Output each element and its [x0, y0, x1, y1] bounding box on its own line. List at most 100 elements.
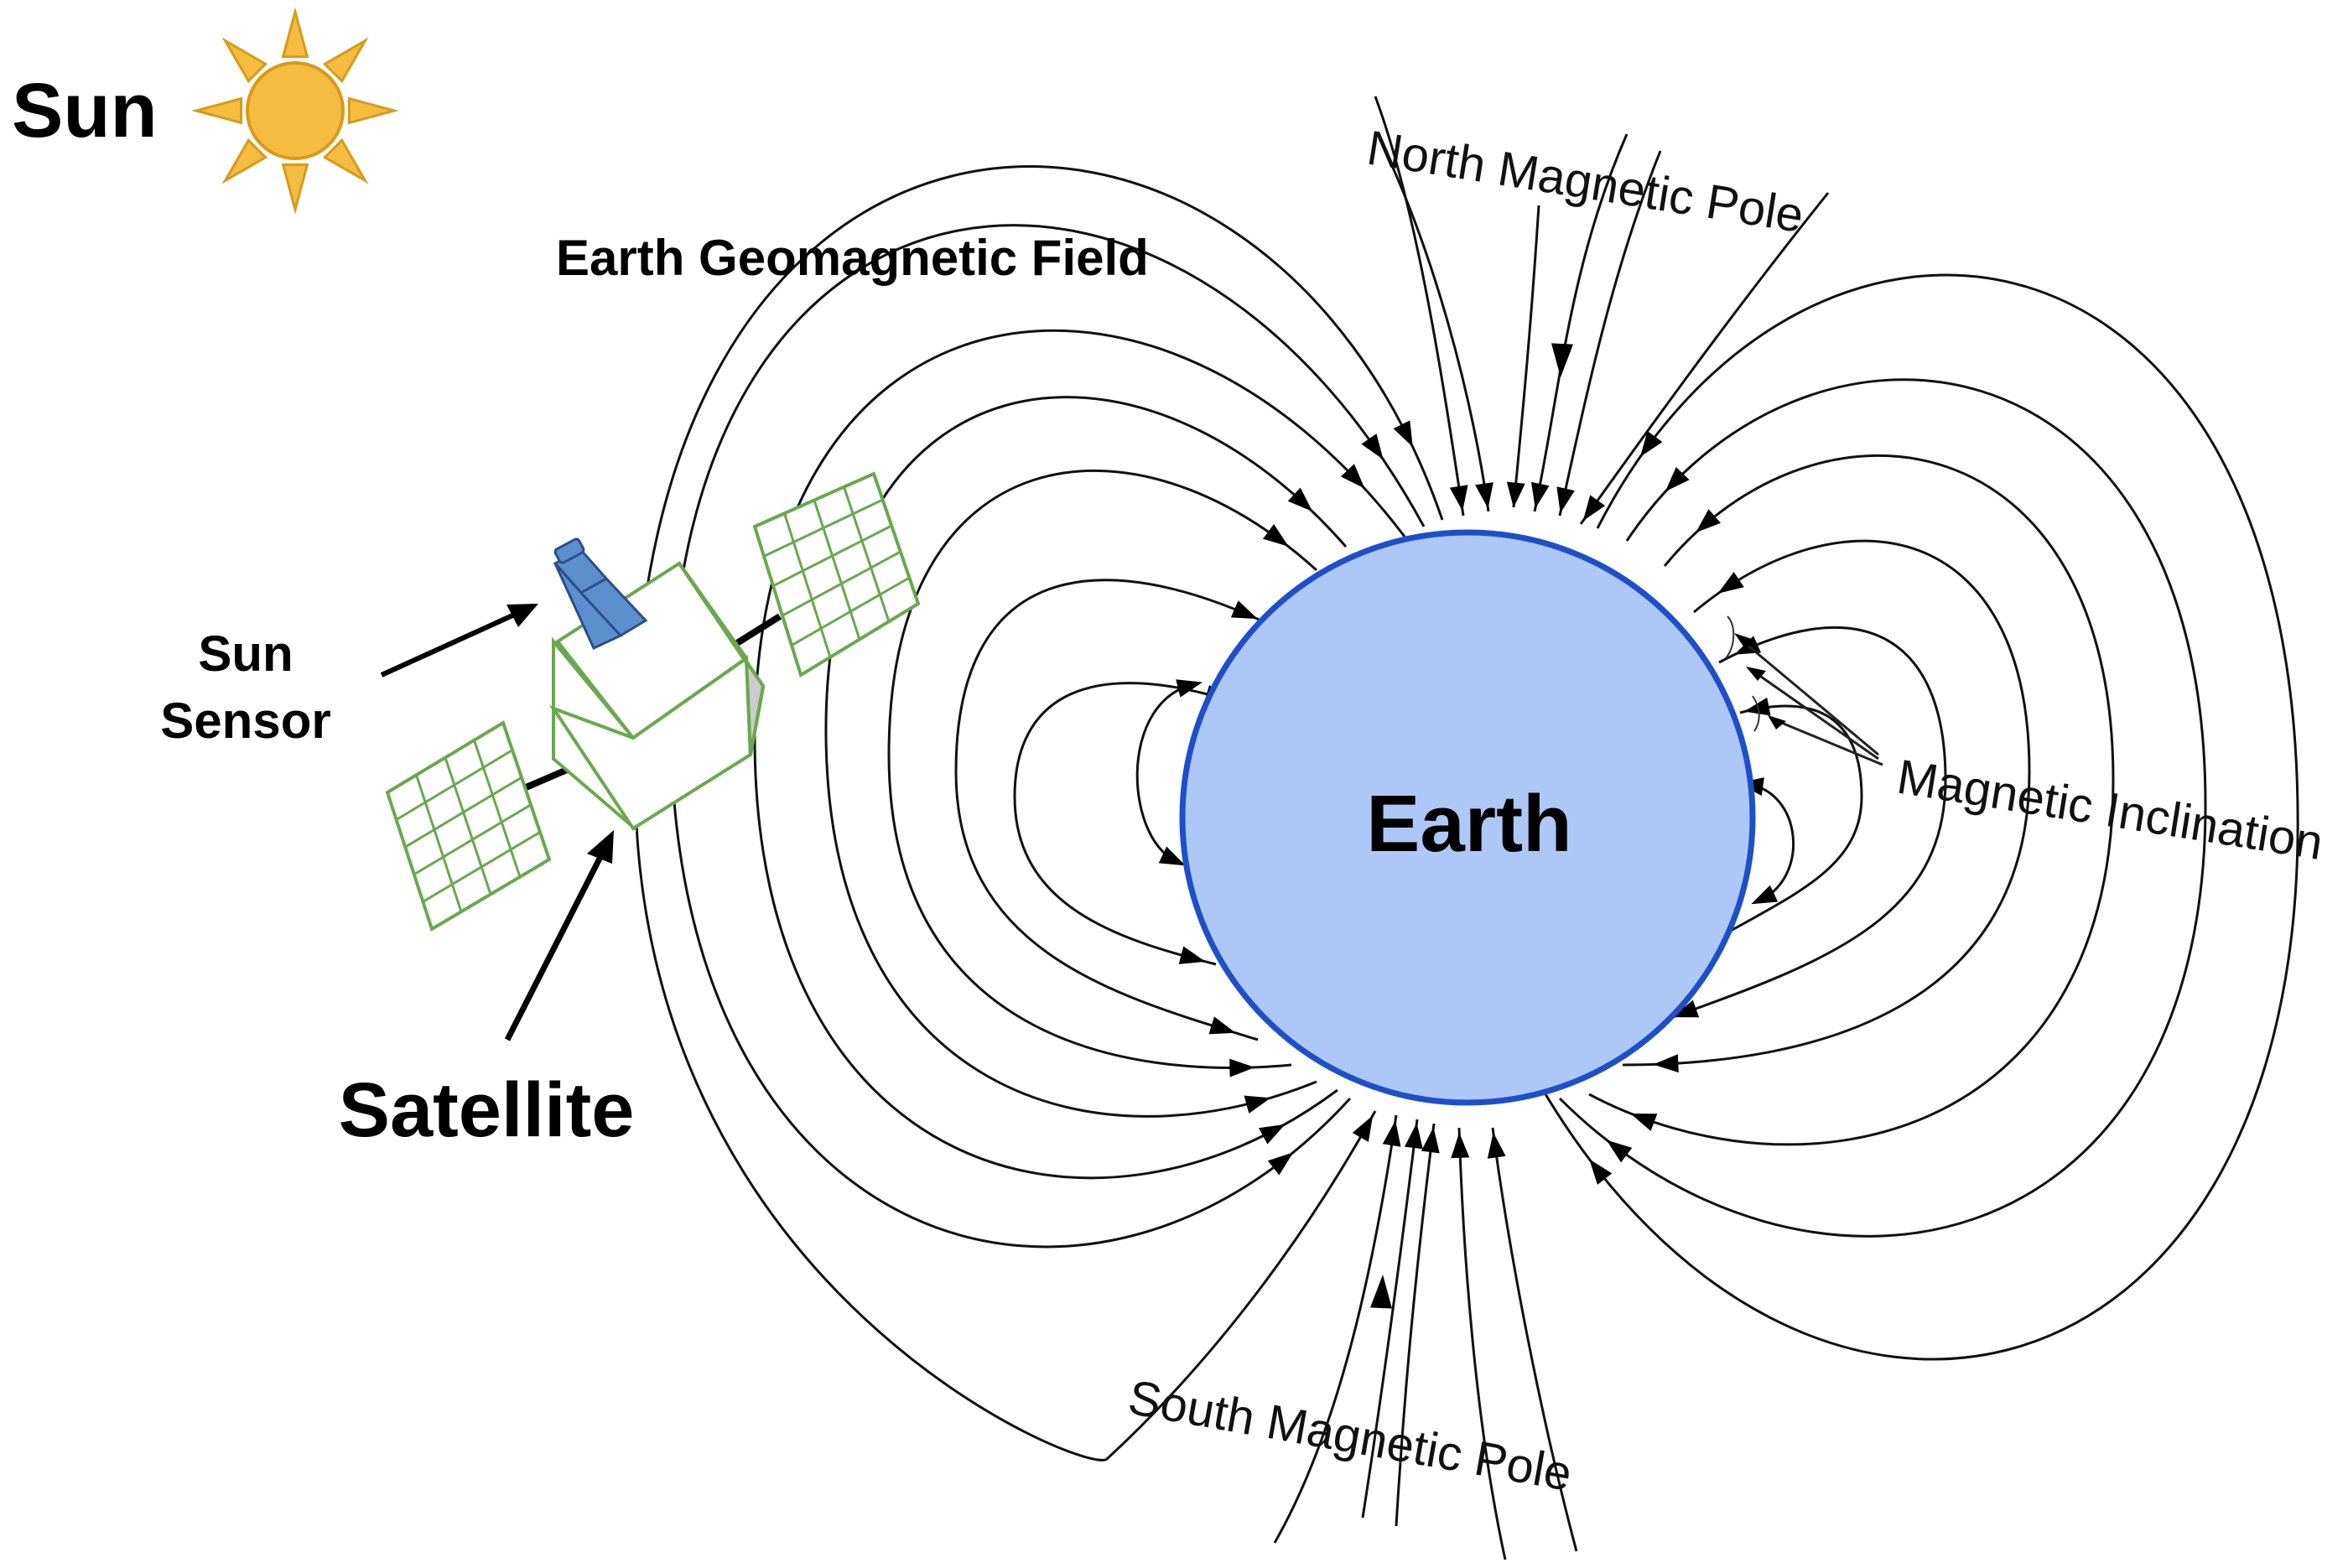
satellite-icon — [522, 561, 782, 833]
pole-arrowhead — [1370, 1275, 1392, 1309]
solar-panel-cell-line — [395, 749, 513, 821]
satellite-pointer — [504, 830, 614, 1041]
field-title: Earth Geomagnetic Field — [556, 230, 1149, 286]
field-arrowhead — [1244, 1095, 1271, 1114]
field-line-south-3 — [1395, 1123, 1436, 1527]
field-arrowhead — [1696, 509, 1721, 533]
sun-sensor-label-line1: Sun — [198, 626, 293, 682]
field-arrowhead — [1176, 679, 1203, 698]
field-lines — [633, 96, 2299, 1560]
field-line-north-5 — [1579, 192, 1830, 525]
field-arrowhead — [1421, 1127, 1440, 1154]
field-arrowhead — [1639, 431, 1663, 457]
solar-panel-cell-line — [763, 498, 884, 558]
solar-panel-cell-line — [444, 757, 492, 895]
sun-ray — [191, 96, 243, 125]
solar-panel-cell-line — [415, 774, 463, 912]
sun-icon — [191, 7, 399, 215]
field-arrowhead — [1361, 434, 1384, 460]
field-line-right-7 — [1743, 782, 1795, 903]
field-arrowhead — [1506, 481, 1525, 508]
field-arrowhead — [1382, 1120, 1401, 1147]
field-line-right-2 — [1558, 378, 2207, 1238]
field-arrowhead — [1393, 420, 1413, 448]
solar-panel-cell-line — [843, 486, 891, 622]
field-arrowhead — [1751, 885, 1779, 905]
field-arrowhead — [1259, 1124, 1286, 1145]
sun-sensor-icon — [553, 537, 648, 651]
field-arrowhead — [1653, 1054, 1679, 1073]
solar-panel-cell-line — [473, 740, 522, 878]
pole-arrowhead — [1551, 343, 1573, 377]
solar-panel-cell-line — [782, 550, 901, 617]
field-arrowhead — [1606, 1140, 1633, 1163]
solar-panel-cell-line — [791, 576, 911, 646]
field-line-left-3 — [824, 396, 1348, 1118]
field-line-right-3 — [1588, 454, 2115, 1146]
inclination-pointers — [1725, 615, 1883, 766]
sun-ray — [281, 7, 309, 59]
field-line-right-5 — [1655, 626, 1947, 1025]
field-arrowhead — [1158, 846, 1186, 866]
field-line-south-6 — [1105, 1110, 1377, 1461]
field-line-left-6 — [1013, 682, 1242, 966]
field-line-north-6 — [1378, 138, 1490, 512]
satellite-label: Satellite — [339, 1067, 635, 1153]
field-arrowhead — [1267, 1152, 1294, 1176]
field-line-north-2 — [1512, 205, 1540, 508]
field-arrowhead — [1208, 1016, 1236, 1035]
field-line-right-6 — [1693, 704, 1863, 953]
sun-ray — [221, 138, 268, 184]
field-line-north-3 — [1558, 150, 1662, 517]
field-line-south-2 — [1361, 1119, 1419, 1519]
field-line-north-1 — [1374, 96, 1465, 517]
field-arrowhead — [1582, 495, 1606, 522]
field-line-left-7 — [1135, 682, 1200, 865]
solar-panel-cell-line — [404, 776, 522, 849]
field-arrowhead — [1717, 571, 1744, 594]
field-arrowhead — [1178, 946, 1206, 964]
sun-ray — [347, 96, 399, 125]
sun-sensor-pointer — [380, 604, 538, 678]
field-arrowhead — [1229, 1058, 1255, 1077]
solar-panel-cell-line — [772, 524, 892, 588]
field-arrowhead — [1352, 1115, 1374, 1142]
field-arrowhead — [1556, 486, 1575, 513]
field-line-south-4 — [1457, 1127, 1507, 1560]
field-arrowhead — [1475, 482, 1493, 509]
north-pole-label: North Magnetic Pole — [1364, 121, 1807, 243]
sun-ray — [221, 37, 268, 84]
sun-ray — [322, 37, 369, 84]
field-arrowhead — [1449, 485, 1468, 511]
field-line-left-outer — [633, 165, 1444, 1462]
field-line-south-1 — [1273, 1114, 1398, 1544]
solar-panel-cell-line — [413, 803, 532, 876]
field-arrowhead — [1530, 481, 1550, 509]
field-arrowhead — [1630, 1114, 1658, 1131]
solar-panel-right — [752, 471, 921, 678]
field-line-south-5 — [1491, 1127, 1578, 1552]
sun-ray — [281, 163, 309, 215]
solar-panel-frame — [752, 471, 921, 678]
earth-label: Earth — [1366, 779, 1571, 869]
field-arrowhead — [1404, 1123, 1423, 1150]
field-line-left-4 — [887, 470, 1318, 1069]
field-arrowhead — [1589, 1159, 1613, 1185]
solar-panel-left — [385, 720, 552, 932]
solar-panel-cell-line — [813, 500, 861, 640]
field-arrowhead — [1340, 464, 1365, 489]
field-line-north-4 — [1533, 133, 1629, 512]
field-arrowhead — [1287, 487, 1313, 511]
solar-panel-cell-line — [783, 512, 832, 658]
field-arrowhead — [1262, 524, 1289, 547]
field-line-right-4 — [1622, 539, 2031, 1067]
field-arrowhead — [1665, 466, 1690, 492]
field-line-left-5 — [954, 579, 1280, 1041]
solar-panel-cell-line — [422, 831, 541, 903]
sun-ray — [322, 138, 369, 184]
inclination-label: Magnetic Inclination — [1893, 750, 2326, 870]
sun-label: Sun — [12, 68, 158, 153]
sun-sensor-label-line2: Sensor — [160, 693, 330, 749]
field-arrowhead — [1487, 1132, 1506, 1159]
